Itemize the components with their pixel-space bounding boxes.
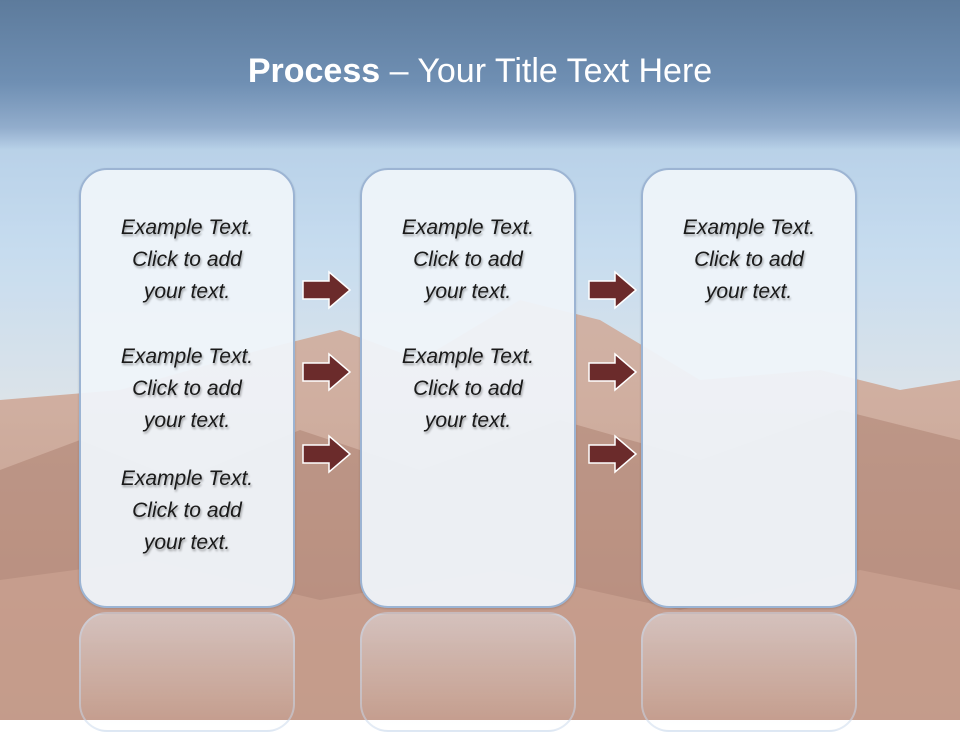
box-reflection — [79, 612, 295, 732]
text-block[interactable]: Example Text. Click to add your text. — [643, 212, 855, 308]
text-line: Example Text. — [120, 467, 254, 490]
text-block[interactable]: Example Text. Click to add your text. — [81, 212, 293, 308]
text-line: your text. — [424, 280, 512, 303]
text-block[interactable]: Example Text. Click to add your text. — [362, 212, 574, 308]
text-line: your text. — [424, 409, 512, 432]
process-box-3[interactable]: Example Text. Click to add your text. — [641, 168, 857, 608]
text-line: your text. — [143, 409, 231, 432]
text-line: Click to add — [413, 248, 523, 271]
title-rest: – Your Title Text Here — [380, 52, 713, 90]
title-process: Process — [247, 52, 381, 90]
text-line: your text. — [143, 531, 231, 554]
text-line: your text. — [143, 280, 231, 303]
box-reflection — [641, 612, 857, 732]
right-arrow-icon[interactable] — [588, 270, 638, 310]
process-box-1[interactable]: Example Text. Click to add your text. Ex… — [79, 168, 295, 608]
text-block[interactable]: Example Text. Click to add your text. — [81, 341, 293, 437]
text-line: Click to add — [413, 377, 523, 400]
slide-title[interactable]: Process – Your Title Text Here — [0, 52, 960, 91]
text-line: your text. — [705, 280, 793, 303]
right-arrow-icon[interactable] — [302, 434, 352, 474]
text-line: Example Text. — [401, 216, 535, 239]
text-line: Click to add — [694, 248, 804, 271]
text-block[interactable]: Example Text. Click to add your text. — [81, 463, 293, 559]
title-band — [0, 0, 960, 150]
right-arrow-icon[interactable] — [588, 434, 638, 474]
text-line: Click to add — [132, 248, 242, 271]
text-line: Example Text. — [120, 216, 254, 239]
right-arrow-icon[interactable] — [588, 352, 638, 392]
process-box-2[interactable]: Example Text. Click to add your text. Ex… — [360, 168, 576, 608]
text-line: Click to add — [132, 499, 242, 522]
text-line: Click to add — [132, 377, 242, 400]
text-block[interactable]: Example Text. Click to add your text. — [362, 341, 574, 437]
right-arrow-icon[interactable] — [302, 352, 352, 392]
box-reflection — [360, 612, 576, 732]
text-line: Example Text. — [120, 345, 254, 368]
text-line: Example Text. — [682, 216, 816, 239]
right-arrow-icon[interactable] — [302, 270, 352, 310]
text-line: Example Text. — [401, 345, 535, 368]
